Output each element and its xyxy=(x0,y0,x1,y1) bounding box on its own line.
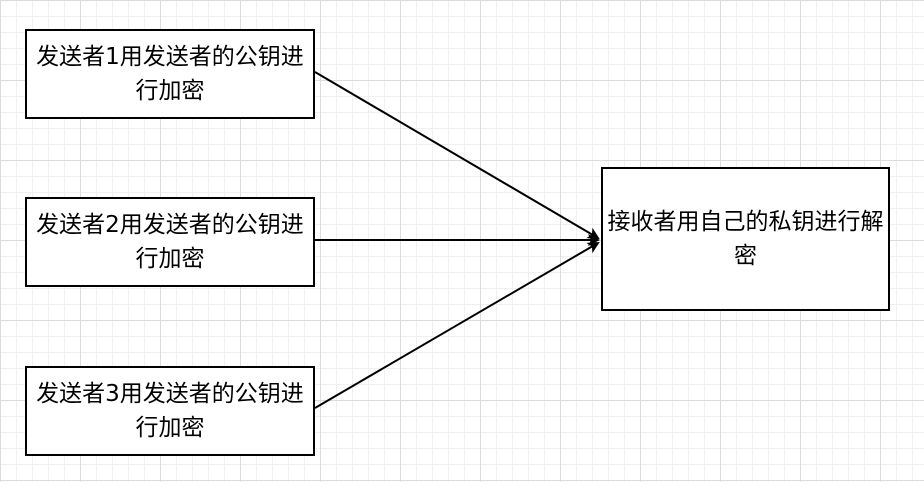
edge-sender1-to-receiver[interactable] xyxy=(314,71,600,240)
sender3-node[interactable]: 发送者3用发送者的公钥进行加密 xyxy=(25,366,315,456)
sender1-label: 发送者1用发送者的公钥进行加密 xyxy=(36,44,304,104)
edge-sender3-to-receiver[interactable] xyxy=(314,241,600,409)
sender2-node[interactable]: 发送者2用发送者的公钥进行加密 xyxy=(25,197,315,287)
receiver-node[interactable]: 接收者用自己的私钥进行解密 xyxy=(601,167,890,311)
sender2-label: 发送者2用发送者的公钥进行加密 xyxy=(36,212,304,272)
sender3-label: 发送者3用发送者的公钥进行加密 xyxy=(36,381,304,441)
receiver-label: 接收者用自己的私钥进行解密 xyxy=(607,209,884,269)
sender1-node[interactable]: 发送者1用发送者的公钥进行加密 xyxy=(25,29,315,119)
